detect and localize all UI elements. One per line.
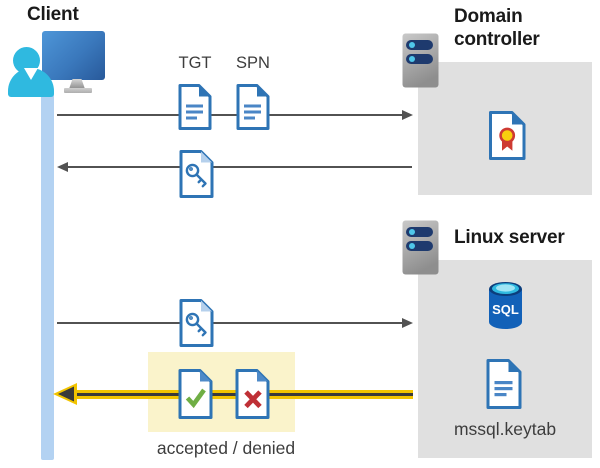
arrowhead-right-icon [402,109,413,120]
spn-label: SPN [236,54,270,72]
client-label: Client [27,4,79,25]
key-document-icon [179,150,214,198]
accepted-denied-label: accepted / denied [156,438,296,458]
linux-server-label: Linux server [454,227,565,248]
denied-document-icon [235,369,270,419]
monitor-stand [69,79,85,89]
tgt-document-icon [178,84,212,130]
arrowhead-left-icon [57,161,68,172]
arrowhead-right-icon [402,317,413,328]
key-document-icon [179,299,214,347]
svg-text:SQL: SQL [492,302,519,317]
certificate-icon [489,111,526,160]
keytab-label: mssql.keytab [453,419,557,439]
tgt-label: TGT [178,54,212,72]
client-icon [0,0,110,100]
domain-controller-label: Domain controller [454,6,540,50]
server-icon [402,220,439,275]
keytab-document-icon [486,359,522,409]
yellow-arrowhead-left-icon [53,383,77,405]
server-icon [402,33,439,88]
arrow-tgt-spn-request [57,114,403,116]
monitor-base [64,88,92,93]
arrow-ticket-to-linux [57,322,403,324]
arrow-ticket-response [67,166,412,168]
spn-document-icon [236,84,270,130]
monitor-icon [42,31,105,80]
sql-database-icon: SQL [489,282,522,329]
client-lifeline [41,93,54,460]
accepted-document-icon [178,369,213,419]
